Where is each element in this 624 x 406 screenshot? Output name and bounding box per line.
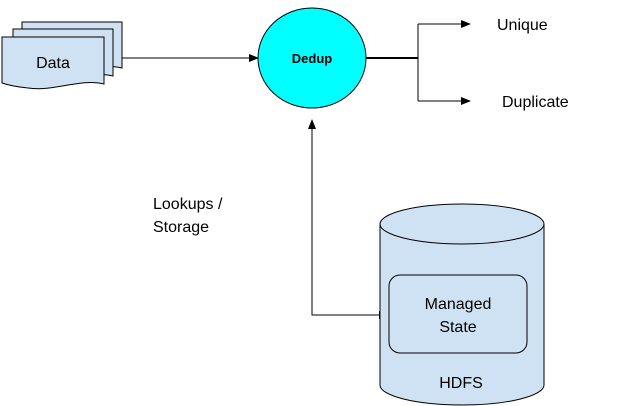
data-label: Data — [36, 55, 70, 72]
duplicate-label: Duplicate — [502, 94, 569, 111]
output-split-connector — [366, 20, 471, 105]
hdfs-label: HDFS — [439, 375, 483, 392]
hdfs-storage-node: Managed State HDFS — [379, 203, 545, 406]
managed-state-label-line2: State — [439, 319, 476, 336]
lookups-storage-connector — [308, 119, 389, 319]
lookups-label-line2: Storage — [153, 219, 209, 236]
lookups-label-line1: Lookups / — [153, 196, 223, 213]
unique-label: Unique — [497, 17, 548, 34]
dedup-label: Dedup — [292, 51, 333, 66]
data-document-front — [1, 36, 105, 90]
managed-state-label-line1: Managed — [425, 296, 492, 313]
managed-state-box — [388, 274, 528, 354]
hdfs-cylinder-top — [379, 203, 545, 245]
state-to-dedup-line — [308, 119, 386, 316]
data-documents-node: Data — [1, 21, 123, 90]
dedup-node: Dedup — [257, 7, 367, 109]
